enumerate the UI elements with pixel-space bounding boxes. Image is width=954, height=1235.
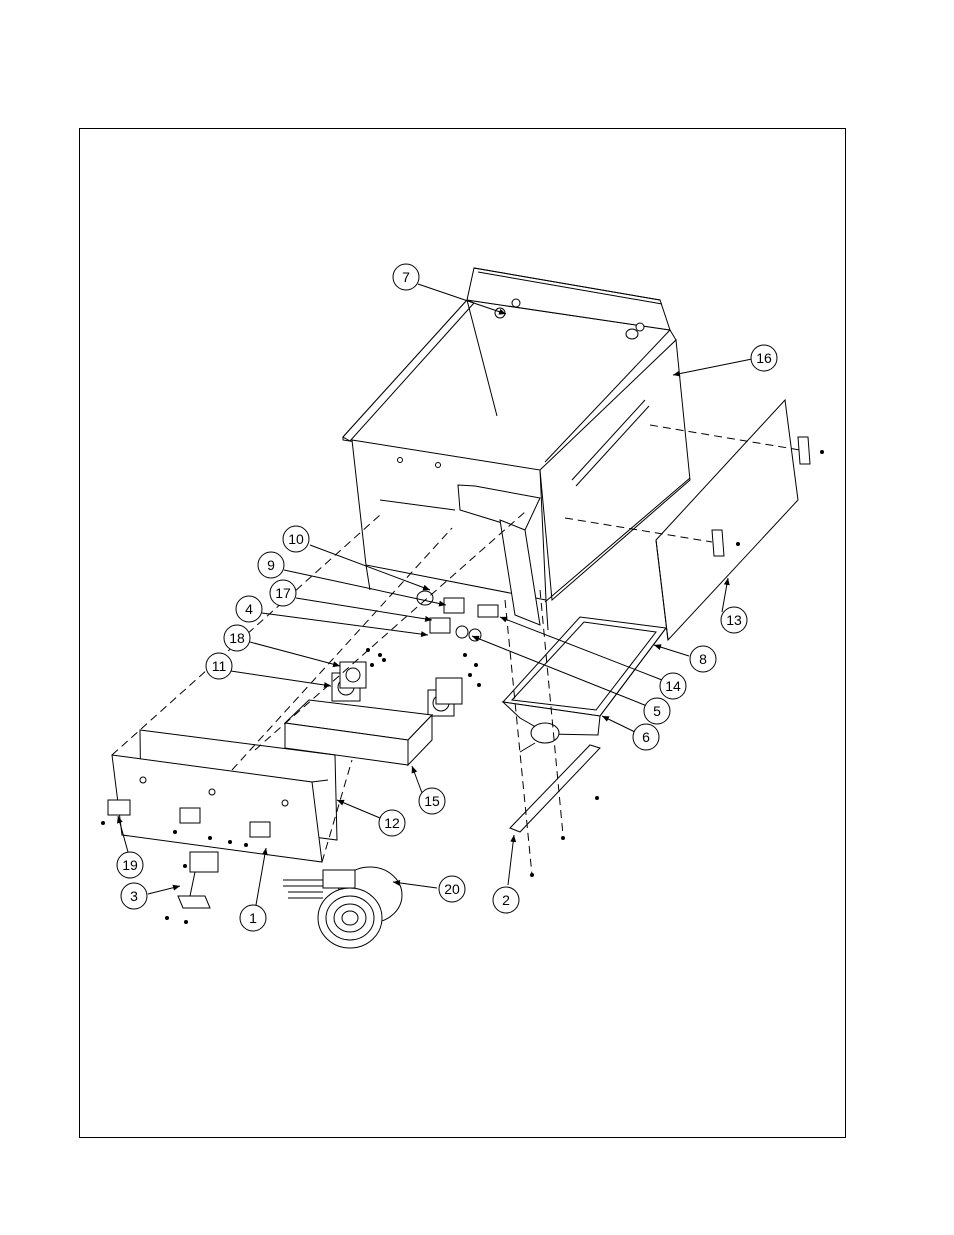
blower xyxy=(283,867,402,948)
callout-12: 12 xyxy=(379,810,405,836)
tank-body xyxy=(343,268,690,630)
callout-15: 15 xyxy=(419,788,445,814)
svg-text:17: 17 xyxy=(275,585,291,601)
svg-text:5: 5 xyxy=(653,703,661,719)
callout-3: 3 xyxy=(121,883,147,909)
callout-8: 8 xyxy=(690,646,716,672)
callout-9: 9 xyxy=(258,552,284,578)
svg-text:4: 4 xyxy=(245,601,253,617)
svg-text:20: 20 xyxy=(444,881,460,897)
callout-4: 4 xyxy=(236,596,262,622)
callout-11: 11 xyxy=(206,653,232,679)
svg-text:11: 11 xyxy=(212,658,227,674)
callout-19: 19 xyxy=(117,852,143,878)
valve-cluster xyxy=(430,598,498,641)
svg-text:6: 6 xyxy=(642,729,650,745)
callout-13: 13 xyxy=(721,607,747,633)
svg-text:13: 13 xyxy=(726,612,742,628)
svg-text:12: 12 xyxy=(384,815,400,831)
svg-text:8: 8 xyxy=(699,651,707,667)
callout-16: 16 xyxy=(751,345,777,371)
svg-text:19: 19 xyxy=(122,857,138,873)
callout-5: 5 xyxy=(644,698,670,724)
callout-14: 14 xyxy=(660,673,686,699)
callout-2: 2 xyxy=(493,887,519,913)
callout-17: 17 xyxy=(270,580,296,606)
svg-text:14: 14 xyxy=(665,678,681,694)
svg-text:2: 2 xyxy=(502,892,510,908)
svg-text:18: 18 xyxy=(229,630,245,646)
callout-10: 10 xyxy=(283,526,309,552)
svg-text:15: 15 xyxy=(424,793,440,809)
svg-text:7: 7 xyxy=(402,269,410,285)
callout-1: 1 xyxy=(240,905,266,931)
svg-text:10: 10 xyxy=(288,531,304,547)
svg-text:16: 16 xyxy=(756,350,772,366)
svg-text:9: 9 xyxy=(267,557,275,573)
callout-18: 18 xyxy=(224,625,250,651)
svg-text:3: 3 xyxy=(130,888,138,904)
callout-7: 7 xyxy=(393,264,419,290)
svg-text:1: 1 xyxy=(249,910,257,926)
callout-6: 6 xyxy=(633,724,659,750)
callout-20: 20 xyxy=(439,876,465,902)
